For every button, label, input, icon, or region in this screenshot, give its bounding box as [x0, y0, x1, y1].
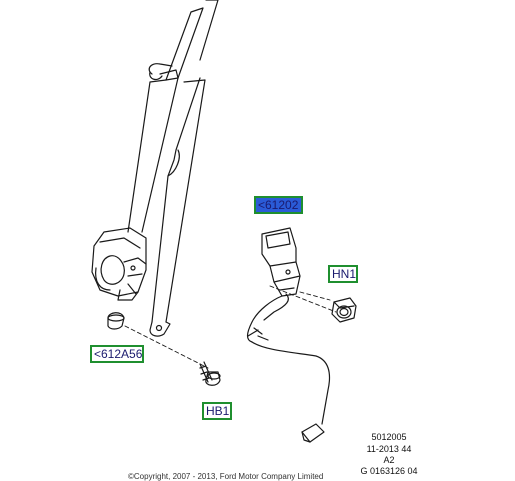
buckle	[261, 227, 301, 297]
date-code: 11-2013 44	[366, 444, 412, 454]
push-clip	[107, 312, 125, 330]
hex-nut	[331, 297, 357, 323]
main-webbing	[127, 77, 206, 323]
retractor	[91, 227, 147, 301]
upper-webbing	[149, 0, 219, 81]
drawing-number: 5012005	[371, 432, 407, 442]
callout-bolt[interactable]: HB1	[202, 402, 232, 420]
anchor-bolt	[199, 361, 221, 386]
cable-connector	[301, 423, 325, 443]
revision: A2	[383, 455, 395, 465]
copyright-notice: ©Copyright, 2007 - 2013, Ford Motor Comp…	[128, 472, 324, 481]
guide-loop	[148, 63, 173, 75]
buckle-cable	[246, 293, 331, 425]
graphic-id: G 0163126 04	[360, 466, 418, 476]
callout-buckle[interactable]: <61202	[254, 196, 303, 214]
leader-lines	[124, 285, 337, 369]
callout-retractor-clip[interactable]: <612A56	[90, 345, 144, 363]
callout-nut[interactable]: HN1	[328, 265, 358, 283]
lower-anchor	[149, 321, 171, 337]
